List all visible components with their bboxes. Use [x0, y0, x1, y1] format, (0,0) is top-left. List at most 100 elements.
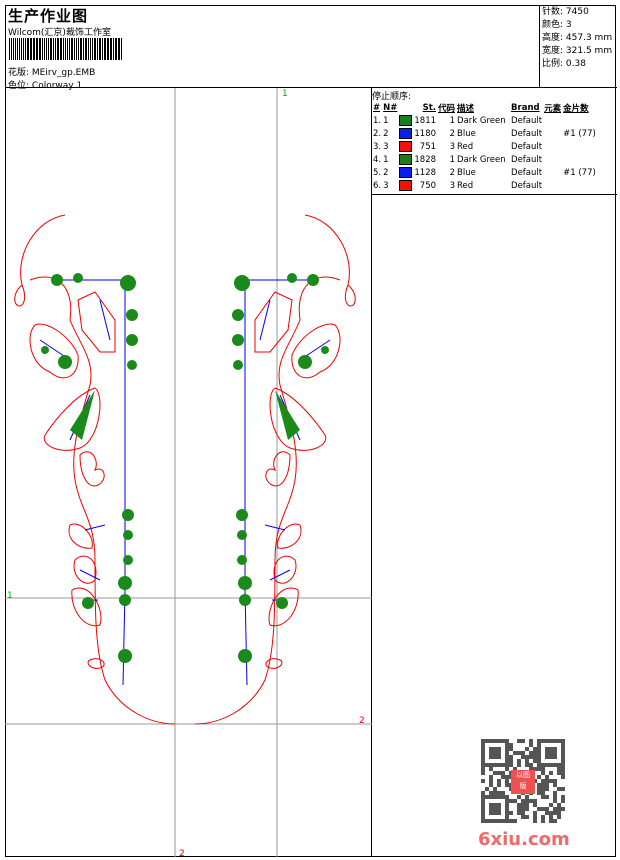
qr-module — [553, 755, 557, 759]
qr-module — [489, 775, 493, 779]
watermark-logo: 6xiu.com — [478, 829, 570, 850]
qr-module — [497, 783, 501, 787]
qr-module — [553, 799, 557, 803]
page-frame — [5, 5, 616, 857]
qr-module — [489, 763, 493, 767]
qr-module — [497, 755, 501, 759]
qr-module — [561, 755, 565, 759]
barcode-bar — [92, 38, 93, 60]
qr-module — [485, 819, 489, 823]
barcode-bar — [90, 38, 91, 60]
qr-module — [549, 803, 553, 807]
barcode-bar — [15, 38, 16, 60]
qr-module — [481, 771, 485, 775]
color-swatch — [399, 180, 413, 191]
qr-module — [533, 819, 537, 823]
qr-module — [505, 763, 509, 767]
barcode-bar — [13, 38, 14, 60]
qr-module — [501, 775, 505, 779]
qr-module — [549, 815, 553, 819]
qr-module — [557, 811, 561, 815]
barcode-bar — [88, 38, 89, 60]
qr-module — [529, 763, 533, 767]
qr-module — [501, 791, 505, 795]
barcode-bar — [74, 38, 75, 60]
barcode-bar — [104, 38, 106, 60]
qr-module — [509, 759, 513, 763]
qr-module — [521, 815, 525, 819]
qr-module — [505, 799, 509, 803]
qr-module — [489, 755, 493, 759]
barcode-bar — [42, 38, 43, 60]
qr-module — [545, 755, 549, 759]
qr-module — [561, 775, 565, 779]
qr-module — [525, 815, 529, 819]
barcode-bar — [85, 38, 87, 60]
barcode-bar — [67, 38, 68, 60]
qr-module — [557, 767, 561, 771]
qr-module — [545, 779, 549, 783]
qr-module — [529, 739, 533, 743]
qr-module — [521, 811, 525, 815]
qr-module — [549, 819, 553, 823]
qr-module — [533, 767, 537, 771]
qr-module — [505, 815, 509, 819]
qr-module — [537, 783, 541, 787]
qr-module — [493, 751, 497, 755]
header: 生产作业图 Wilcom(汇京)裁饰工作室 花版: MEirv_gp.EMB 色… — [5, 5, 540, 91]
qr-module — [481, 815, 485, 819]
qr-module — [497, 771, 501, 775]
qr-module — [509, 799, 513, 803]
qr-module — [525, 747, 529, 751]
qr-module — [497, 779, 501, 783]
barcode-bar — [97, 38, 98, 60]
qr-module — [545, 783, 549, 787]
qr-module — [517, 803, 521, 807]
design-preview: 1 1 2 2 — [5, 88, 372, 859]
qr-module — [553, 795, 557, 799]
barcode — [9, 38, 134, 60]
qr-module — [513, 819, 517, 823]
qr-module — [549, 771, 553, 775]
barcode-bar — [30, 38, 32, 60]
qr-module — [553, 739, 557, 743]
qr-module — [521, 755, 525, 759]
barcode-bar — [60, 38, 62, 60]
guide-label-2: 2 — [359, 716, 365, 726]
qr-module — [549, 747, 553, 751]
qr-module — [521, 739, 525, 743]
qr-module — [481, 751, 485, 755]
qr-module — [533, 779, 537, 783]
qr-module — [533, 747, 537, 751]
qr-module — [533, 755, 537, 759]
qr-module — [493, 771, 497, 775]
qr-module — [537, 775, 541, 779]
barcode-bar — [33, 38, 35, 60]
barcode-bar — [78, 38, 79, 60]
qr-module — [545, 775, 549, 779]
qr-module — [561, 759, 565, 763]
colorway-value: Colorway 1 — [31, 81, 83, 91]
qr-module — [505, 747, 509, 751]
qr-module — [557, 787, 561, 791]
qr-module — [533, 811, 537, 815]
barcode-bar — [50, 38, 52, 60]
qr-module — [517, 807, 521, 811]
qr-module — [493, 811, 497, 815]
qr-module — [489, 807, 493, 811]
qr-module — [485, 795, 489, 799]
qr-module — [489, 783, 493, 787]
qr-module — [489, 803, 493, 807]
barcode-bar — [63, 38, 64, 60]
qr-module — [505, 819, 509, 823]
qr-module — [489, 819, 493, 823]
qr-module — [557, 771, 561, 775]
qr-module — [529, 755, 533, 759]
qr-module — [481, 791, 485, 795]
barcode-bar — [21, 38, 22, 60]
qr-module — [557, 763, 561, 767]
qr-module — [553, 819, 557, 823]
qr-module — [497, 763, 501, 767]
qr-module — [481, 759, 485, 763]
